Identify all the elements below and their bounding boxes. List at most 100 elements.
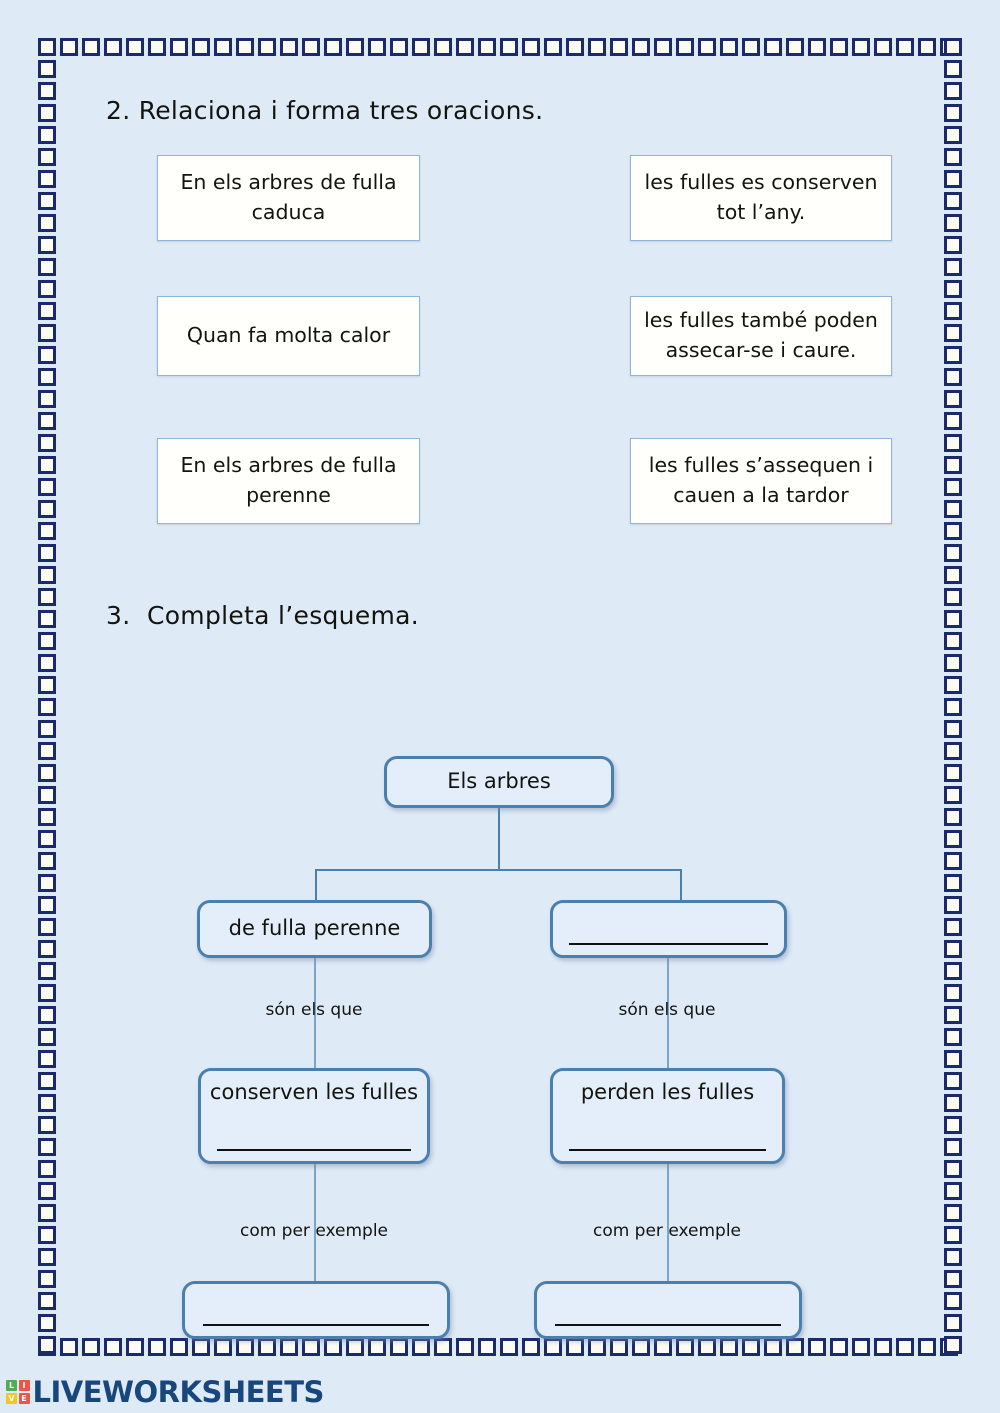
border-square [944,434,962,452]
border-square [368,1338,386,1356]
exercise-2-heading: 2. Relaciona i forma tres oracions. [106,96,544,125]
border-square [104,38,122,56]
match-right-item-2[interactable]: les fulles també poden assecar-se i caur… [630,296,892,376]
node-level2-right-label: perden les fulles [580,1080,755,1104]
border-square [944,632,962,650]
answer-line[interactable] [569,1149,766,1151]
logo-tile-v: V [6,1392,17,1404]
border-square [38,82,56,100]
border-square [896,1338,914,1356]
border-square [944,676,962,694]
connector-root-down [498,808,500,870]
border-square [522,38,540,56]
border-square [236,1338,254,1356]
node-level1-left-label: de fulla perenne [228,916,401,941]
border-square [60,1338,78,1356]
border-square [38,1336,56,1354]
border-square [302,38,320,56]
border-square [170,1338,188,1356]
border-square [610,38,628,56]
edge-label-left-com-per-exemple: com per exemple [239,1221,389,1241]
border-square [944,170,962,188]
border-square [38,654,56,672]
node-root-label: Els arbres [447,769,551,794]
border-square [944,126,962,144]
answer-line[interactable] [555,1324,781,1326]
match-left-item-3[interactable]: En els arbres de fulla perenne [157,438,420,524]
answer-line[interactable] [569,943,768,945]
border-square [126,38,144,56]
node-level3-left-blank[interactable] [182,1281,450,1339]
logo-tile-i: I [18,1380,30,1392]
border-square [324,1338,342,1356]
decorative-border-frame [36,36,964,1358]
match-right-item-3[interactable]: les fulles s’assequen i cauen a la tardo… [630,438,892,524]
border-square [944,1072,962,1090]
liveworksheets-logo[interactable]: L I V E LIVEWORKSHEETS [6,1375,324,1409]
border-square [38,566,56,584]
answer-line[interactable] [203,1324,429,1326]
node-level2-left[interactable]: conserven les fulles [198,1068,430,1164]
match-right-item-1[interactable]: les fulles es conserven tot l’any. [630,155,892,241]
node-level2-right[interactable]: perden les fulles [550,1068,785,1164]
border-square [38,1050,56,1068]
border-square [38,1182,56,1200]
border-square [944,852,962,870]
border-square [830,38,848,56]
border-square [944,1292,962,1310]
border-square [38,588,56,606]
border-square [944,82,962,100]
border-square [764,38,782,56]
match-left-item-2[interactable]: Quan fa molta calor [157,296,420,376]
border-square [720,38,738,56]
border-square [698,1338,716,1356]
border-square [38,324,56,342]
node-level1-right-blank[interactable] [550,900,787,958]
border-square [82,38,100,56]
border-square [38,1072,56,1090]
border-square [192,1338,210,1356]
border-square [60,38,78,56]
logo-tile-e: E [18,1392,30,1404]
border-square [280,38,298,56]
border-left [36,36,58,1356]
border-square [236,38,254,56]
border-square [944,544,962,562]
border-square [944,918,962,936]
border-square [38,720,56,738]
border-square [38,1094,56,1112]
border-square [944,808,962,826]
border-square [38,940,56,958]
border-square [148,1338,166,1356]
edge-label-left-son-els-que: són els que [265,1000,363,1020]
border-square [38,368,56,386]
border-square [588,38,606,56]
border-square [38,38,56,56]
node-level3-right-blank[interactable] [534,1281,802,1339]
border-square [944,324,962,342]
border-square [944,698,962,716]
match-left-item-1[interactable]: En els arbres de fulla caduca [157,155,420,241]
border-square [944,280,962,298]
border-square [944,522,962,540]
answer-line[interactable] [216,1149,412,1151]
border-square [830,1338,848,1356]
border-square [38,896,56,914]
border-square [944,148,962,166]
border-square [720,1338,738,1356]
border-square [434,38,452,56]
border-square [944,1006,962,1024]
border-square [610,1338,628,1356]
border-square [944,720,962,738]
connector-to-right-branch [680,869,682,901]
border-square [214,1338,232,1356]
border-square [874,1338,892,1356]
border-square [852,1338,870,1356]
border-square [944,236,962,254]
border-square [944,258,962,276]
border-square [742,38,760,56]
border-square [38,698,56,716]
border-square [280,1338,298,1356]
border-square [38,456,56,474]
border-square [944,1226,962,1244]
